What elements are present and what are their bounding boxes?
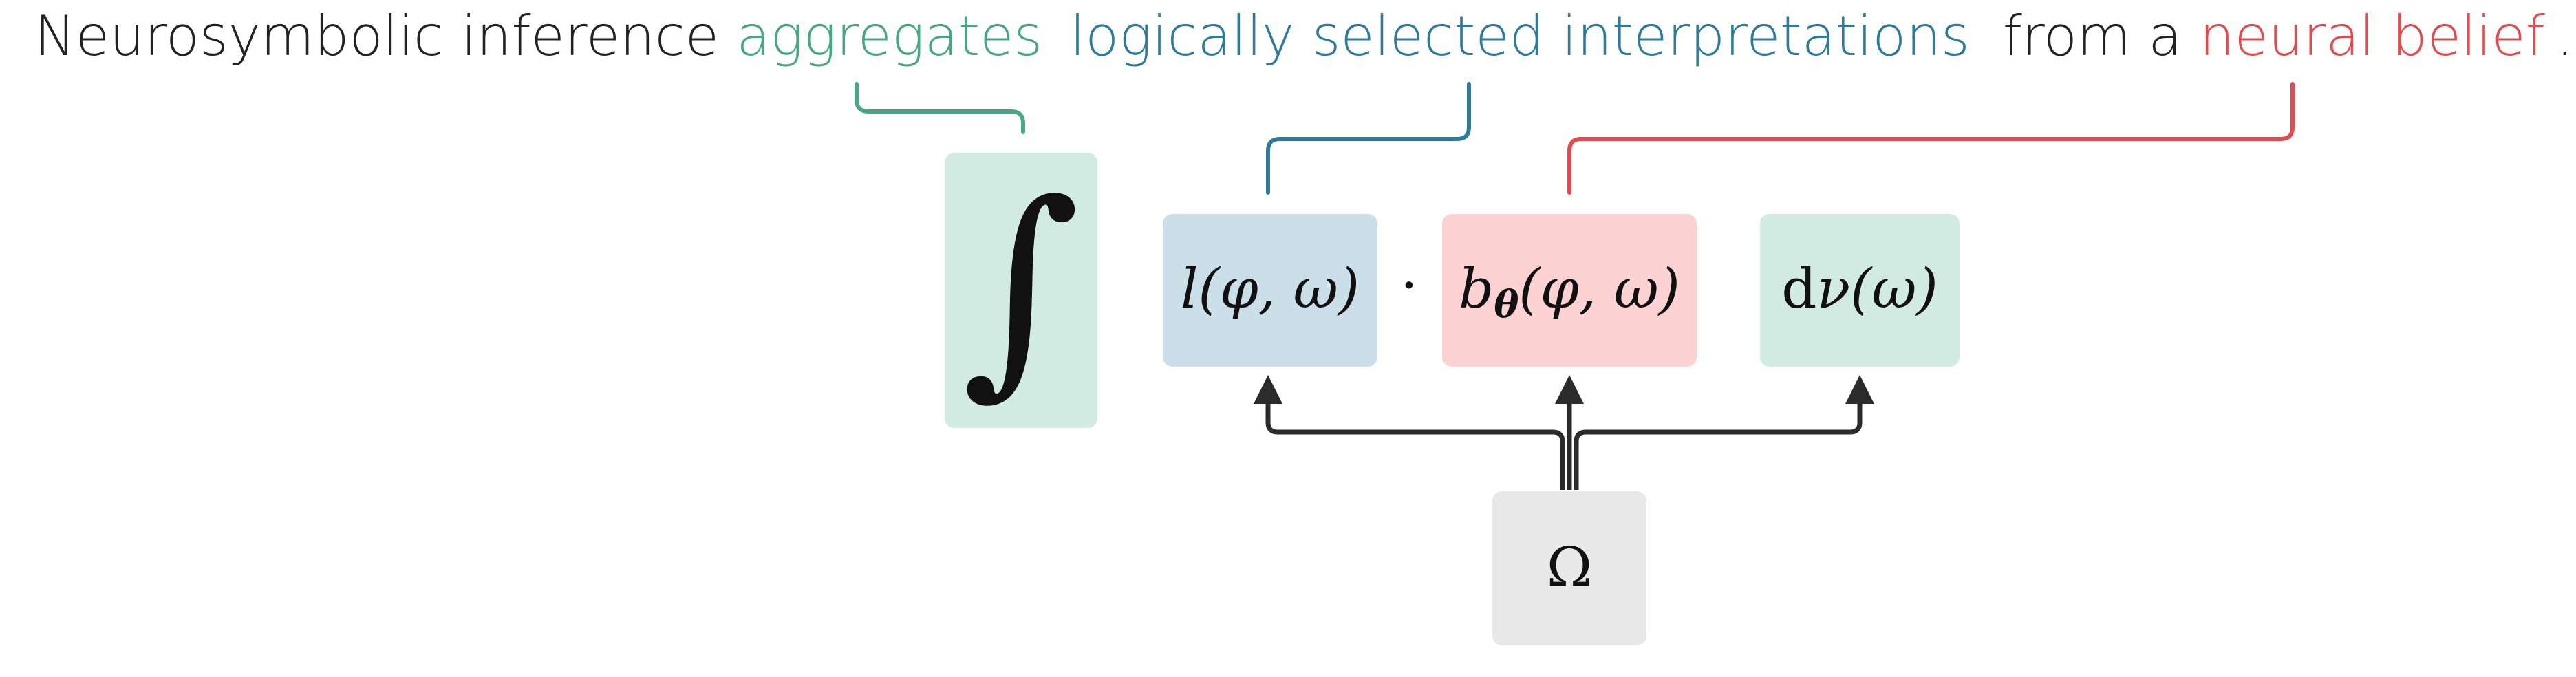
integral-symbol: ∫ — [962, 154, 1080, 418]
neural-belief-bracket — [1567, 82, 2295, 195]
arrow-omega-to-measure — [1574, 375, 1874, 490]
arrow-omega-to-logic — [1254, 375, 1565, 490]
omega-box — [1492, 491, 1646, 645]
measure-nu-omega: ν(ω) — [1816, 257, 1938, 321]
logic-function-label: l(φ, ω) — [1181, 257, 1360, 321]
sentence-period: . — [2556, 4, 2573, 68]
neural-belief-label: bθ(φ, ω) — [1459, 257, 1680, 326]
sentence-logically-selected: logically selected interpretations — [1070, 4, 1970, 68]
measure-d: d — [1781, 257, 1816, 321]
belief-subscript-theta: θ — [1494, 282, 1518, 326]
belief-args: (φ, ω) — [1518, 257, 1680, 321]
belief-b: b — [1459, 257, 1494, 321]
measure-box — [1760, 214, 1960, 367]
neural-belief-box — [1442, 214, 1697, 367]
measure-label: dν(ω) — [1781, 257, 1938, 321]
headline-sentence: Neurosymbolic inference aggregates logica… — [34, 4, 2573, 68]
aggregates-bracket — [855, 82, 1025, 134]
logic-function-box — [1163, 214, 1377, 367]
multiplication-dot: · — [1400, 253, 1417, 317]
sentence-prefix: Neurosymbolic inference — [34, 4, 736, 68]
sentence-neural-belief: neural belief — [2200, 4, 2545, 68]
sentence-from-a: from a — [2003, 4, 2200, 68]
logically-bracket — [1266, 82, 1471, 195]
omega-label: Ω — [1547, 535, 1592, 599]
integral-box — [945, 153, 1097, 428]
sentence-aggregates: aggregates — [736, 4, 1042, 68]
